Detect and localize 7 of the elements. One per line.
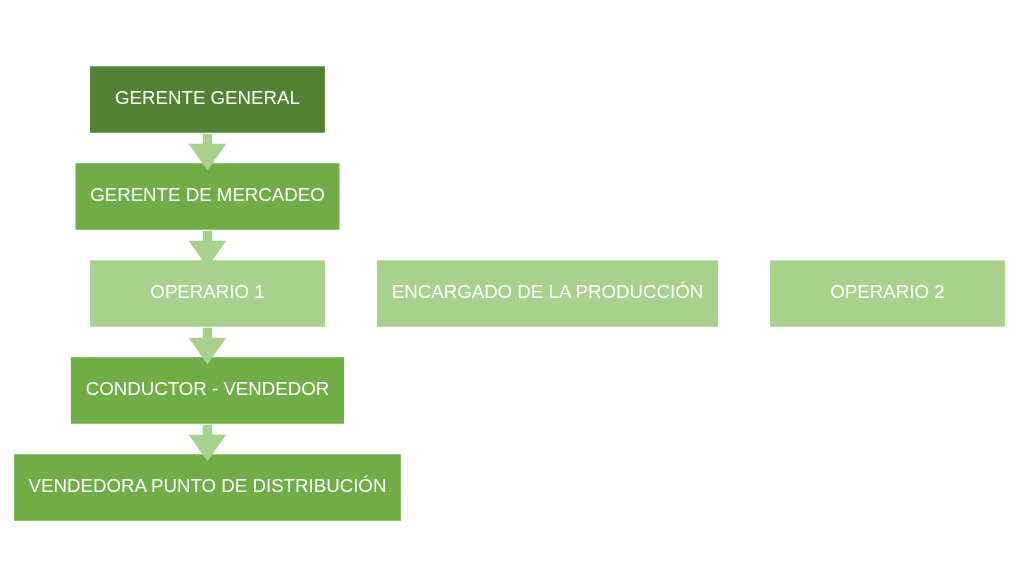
node-box: GERENTE DE MERCADEO: [74, 161, 341, 231]
node-box: OPERARIO 1: [88, 258, 327, 328]
node-box: ENCARGADO DE LA PRODUCCIÓN: [375, 258, 720, 328]
node-box: GERENTE GENERAL: [88, 64, 327, 134]
node-box: CONDUCTOR - VENDEDOR: [69, 355, 346, 425]
node-box: OPERARIO 2: [768, 258, 1007, 328]
node-box: VENDEDORA PUNTO DE DISTRIBUCIÓN: [12, 452, 402, 522]
